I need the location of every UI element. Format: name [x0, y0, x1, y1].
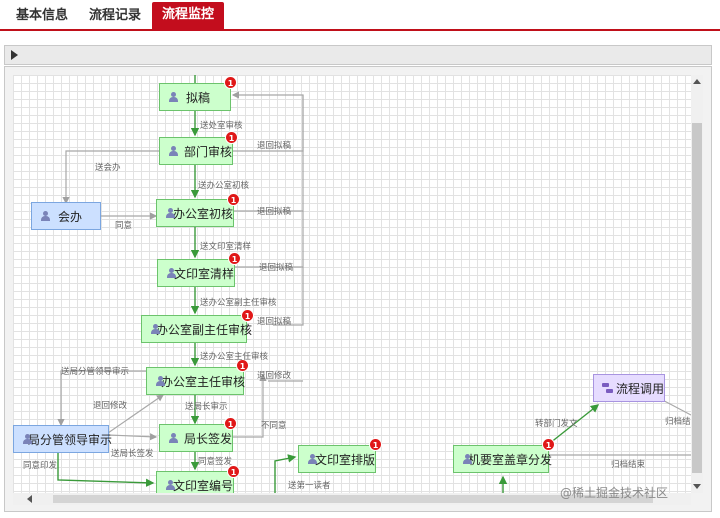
node-print-number-label: 文印室编号 — [172, 478, 233, 493]
node-seal-dispatch-label: 机要室盖章分发 — [468, 452, 553, 467]
node-print-clean-badge: 1 — [228, 252, 241, 265]
node-process-call-label: 流程调用 — [615, 381, 664, 396]
flow-canvas[interactable]: 拟稿 1 部门审核 1 会办 办公室初核 1 文印室清样 1 办公室副主任审核 … — [13, 75, 691, 493]
node-dept-review[interactable]: 部门审核 — [159, 137, 233, 165]
vertical-scrollbar[interactable] — [691, 75, 703, 493]
node-bureau-leader[interactable]: 局分管领导审示 — [13, 425, 113, 453]
node-print-layout[interactable]: 文印室排版 — [298, 445, 376, 473]
tab-bar: 基本信息 流程记录 流程监控 — [0, 0, 720, 31]
edge-label: 同意印发 — [23, 461, 58, 471]
edge-label: 送局长签发 — [111, 449, 154, 459]
flow-edges — [57, 75, 691, 493]
scroll-down-icon[interactable] — [693, 484, 701, 489]
edge-label: 送文印室清样 — [200, 242, 252, 252]
node-dept-review-badge: 1 — [225, 131, 238, 144]
edge-label: 退回拟稿 — [257, 207, 292, 217]
user-icon — [168, 432, 178, 444]
monitor-toolbar — [4, 45, 712, 65]
node-process-call[interactable]: 流程调用 — [593, 374, 665, 402]
edge-label: 转部门发文 — [535, 419, 578, 429]
scroll-left-icon[interactable] — [27, 495, 32, 503]
node-bureau-leader-label: 局分管领导审示 — [28, 432, 113, 447]
tab-basic-info[interactable]: 基本信息 — [16, 8, 69, 23]
node-office-initial[interactable]: 办公室初核 — [156, 199, 234, 227]
node-draft[interactable]: 拟稿 — [159, 83, 231, 111]
edge-label: 归档结束 — [611, 460, 646, 470]
edge-label: 退回修改 — [257, 371, 292, 381]
user-icon — [166, 267, 176, 279]
node-office-deputy-label: 办公室副主任审核 — [156, 322, 253, 337]
node-print-layout-label: 文印室排版 — [314, 452, 375, 467]
edge-label: 送办公室主任审核 — [200, 352, 269, 362]
vertical-scroll-thumb[interactable] — [692, 123, 702, 473]
node-director-sign-badge: 1 — [224, 417, 237, 430]
edge-label: 送第一读者 — [288, 481, 331, 491]
watermark: @稀土掘金技术社区 — [560, 486, 669, 500]
user-icon — [165, 207, 175, 219]
node-countersign-label: 会办 — [58, 209, 83, 224]
node-countersign[interactable]: 会办 — [31, 202, 101, 230]
tab-process-monitor[interactable]: 流程监控 — [152, 2, 225, 31]
node-director-sign[interactable]: 局长签发 — [159, 424, 233, 452]
edge-label: 送处室审核 — [200, 121, 243, 131]
edge-label: 退回拟稿 — [257, 317, 292, 327]
node-office-initial-badge: 1 — [227, 193, 240, 206]
edge-label: 不同意 — [261, 421, 287, 431]
edge-label: 同意签发 — [198, 457, 233, 467]
edge-label: 归档结 — [665, 417, 691, 427]
subprocess-icon — [602, 382, 613, 394]
user-icon — [307, 453, 317, 465]
edge-label: 送会办 — [95, 163, 121, 173]
edge-label: 送局分管领导审示 — [61, 367, 130, 377]
node-print-clean-label: 文印室清样 — [173, 266, 234, 281]
horizontal-scroll-thumb[interactable] — [53, 495, 653, 503]
user-icon — [165, 479, 175, 491]
expand-arrow-icon[interactable] — [11, 50, 18, 60]
user-icon — [168, 145, 178, 157]
node-seal-dispatch-badge: 1 — [542, 438, 555, 451]
edge-label: 退回拟稿 — [257, 141, 292, 151]
user-icon — [168, 91, 180, 103]
tab-process-record[interactable]: 流程记录 — [89, 8, 142, 23]
node-dept-review-label: 部门审核 — [183, 144, 232, 159]
node-print-clean[interactable]: 文印室清样 — [157, 259, 235, 287]
user-icon — [40, 210, 52, 222]
node-office-deputy[interactable]: 办公室副主任审核 — [141, 315, 252, 343]
horizontal-scrollbar[interactable] — [13, 493, 691, 505]
node-draft-label: 拟稿 — [186, 90, 211, 105]
node-office-initial-label: 办公室初核 — [172, 206, 233, 221]
edge-label: 同意 — [115, 221, 133, 231]
edge-label: 送办公室副主任审核 — [200, 298, 277, 308]
node-director-sign-label: 局长签发 — [183, 431, 232, 446]
scroll-up-icon[interactable] — [693, 79, 701, 84]
node-seal-dispatch[interactable]: 机要室盖章分发 — [453, 445, 553, 473]
node-print-layout-badge: 1 — [369, 438, 382, 451]
edge-label: 送局长审示 — [185, 402, 228, 412]
flow-canvas-frame: 拟稿 1 部门审核 1 会办 办公室初核 1 文印室清样 1 办公室副主任审核 … — [4, 66, 712, 512]
edge-label: 送办公室初核 — [198, 181, 250, 191]
node-office-director-label: 办公室主任审核 — [161, 374, 246, 389]
edge-label: 退回拟稿 — [259, 263, 294, 273]
edge-label: 退回修改 — [93, 401, 128, 411]
node-print-number[interactable]: 文印室编号 — [156, 471, 234, 493]
node-office-deputy-badge: 1 — [241, 309, 254, 322]
node-office-director[interactable]: 办公室主任审核 — [146, 367, 246, 395]
node-draft-badge: 1 — [224, 76, 237, 89]
node-print-number-badge: 1 — [227, 465, 240, 478]
node-office-director-badge: 1 — [236, 359, 249, 372]
